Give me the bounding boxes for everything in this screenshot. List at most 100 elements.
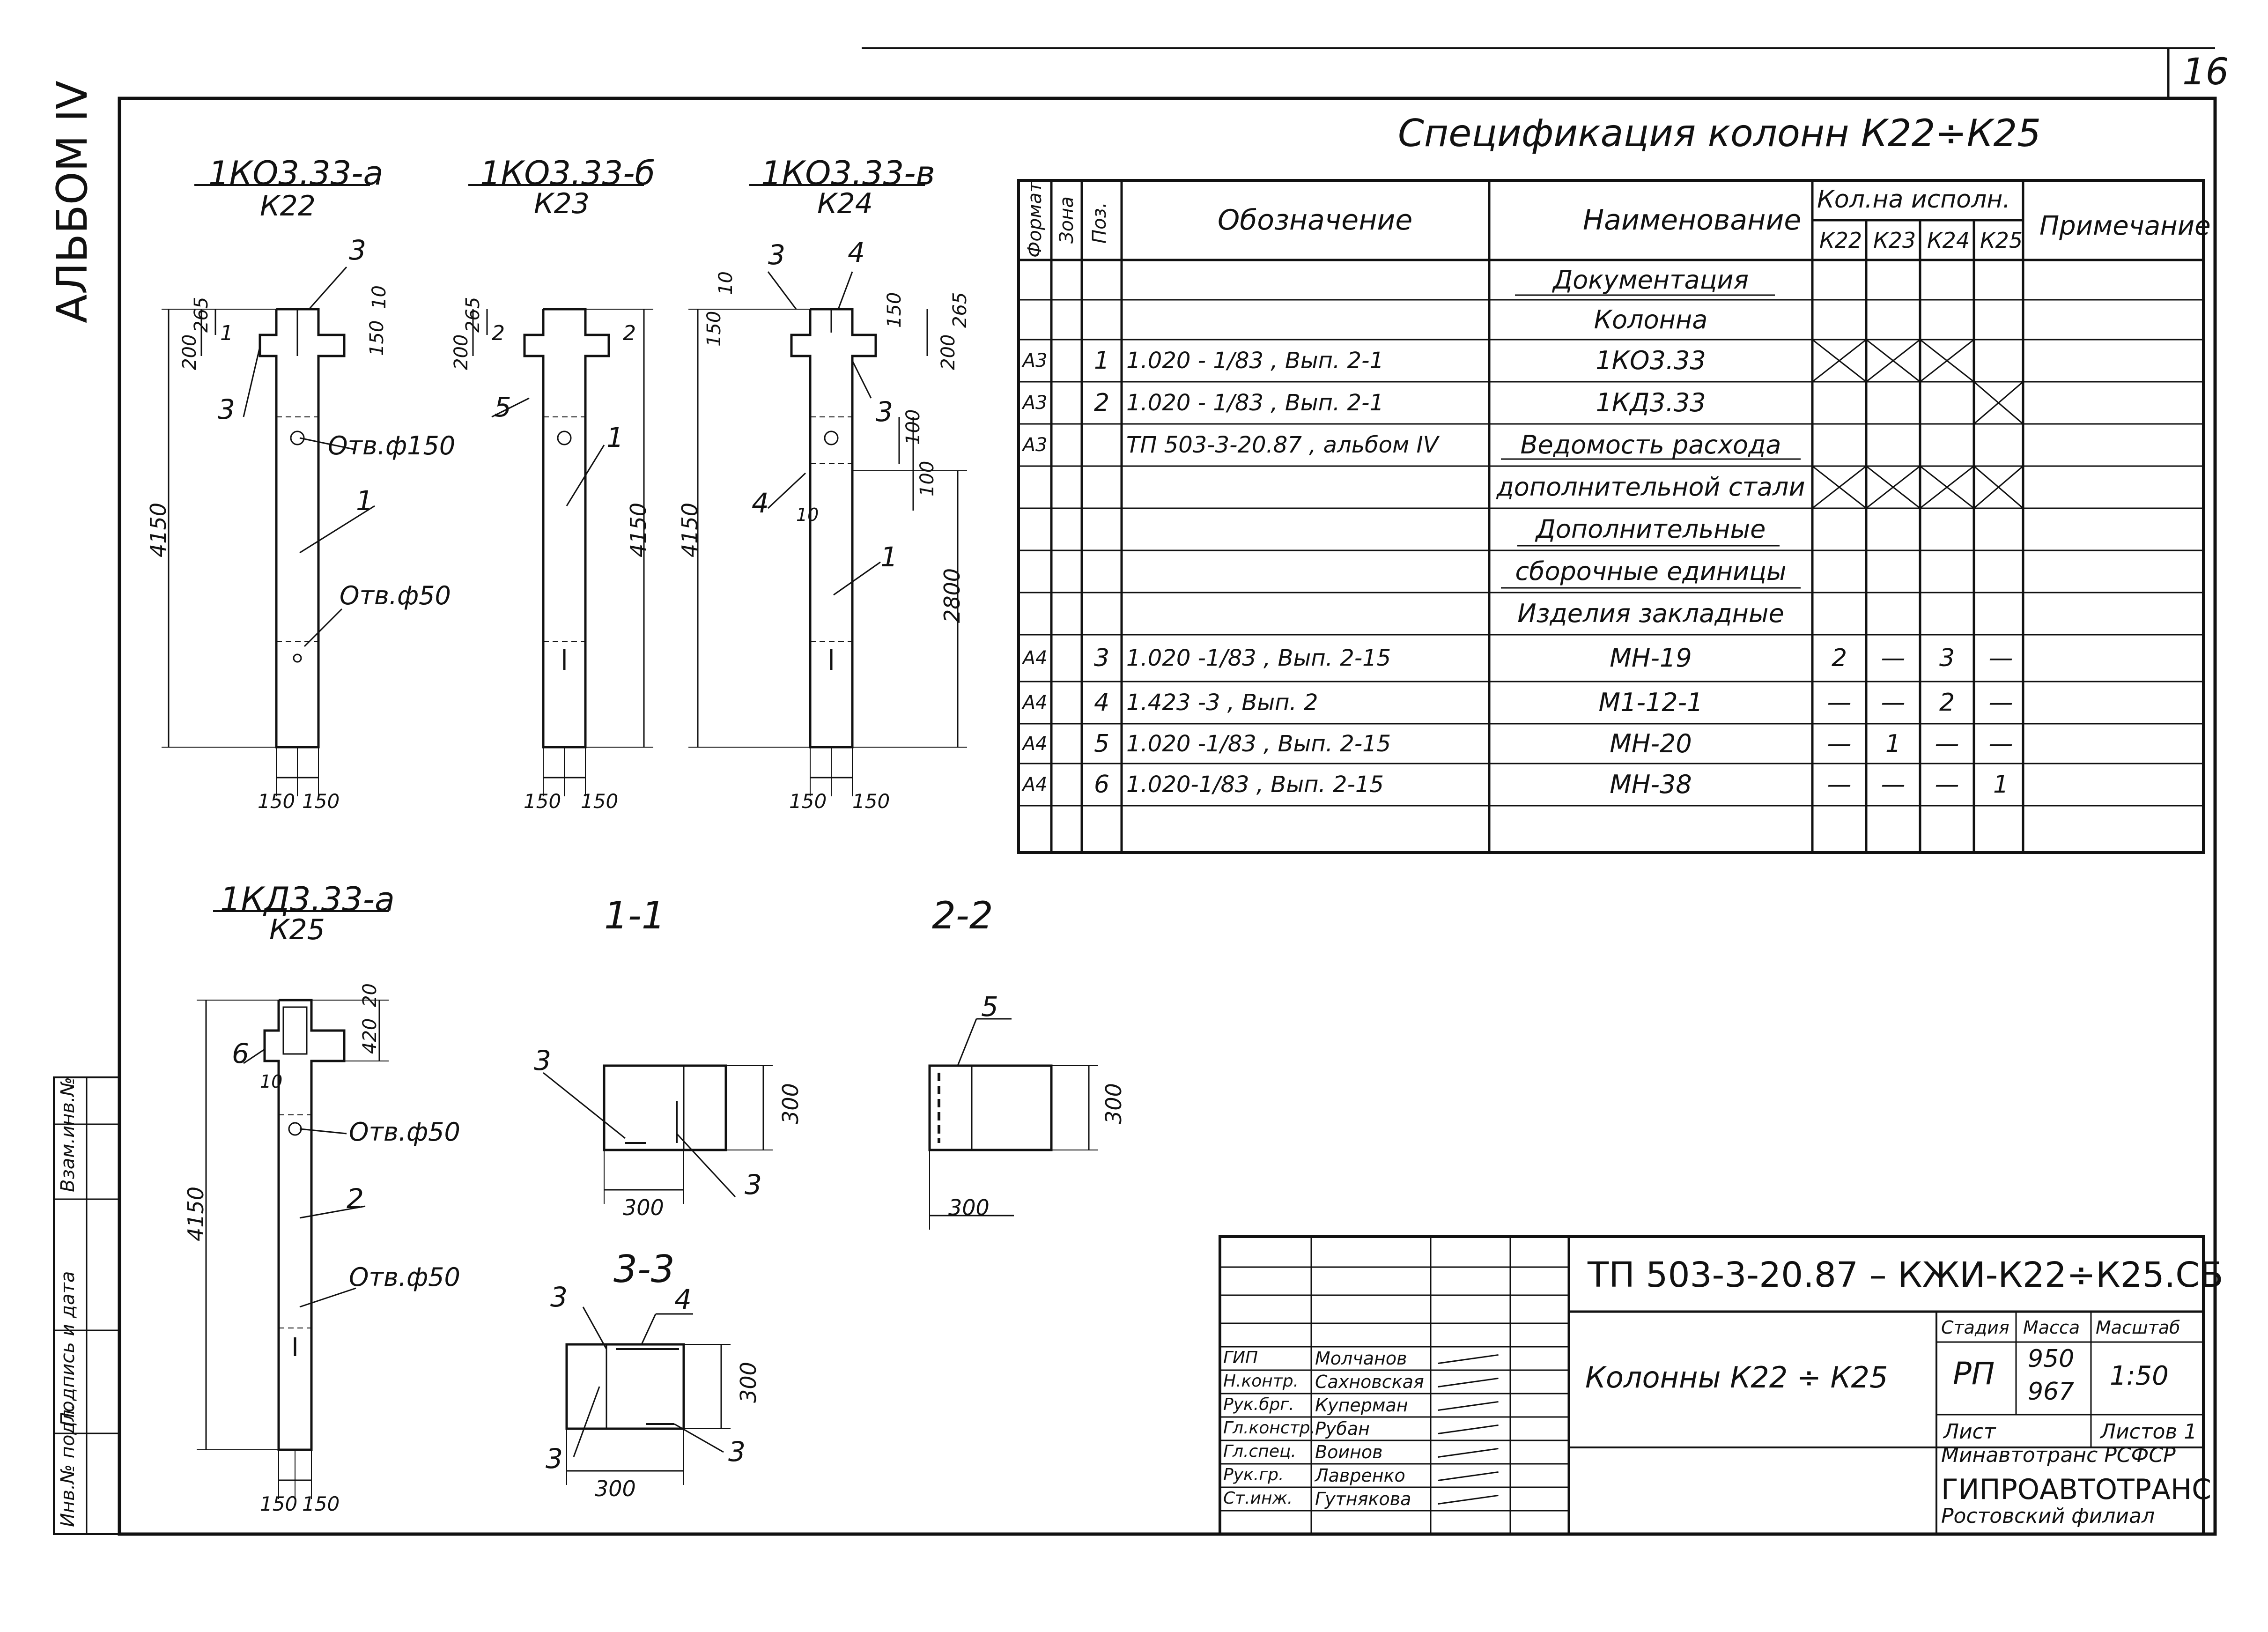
k25-hole-50a: Отв.ф50	[349, 1117, 460, 1147]
section-1-1-lead-a: 3	[534, 1045, 551, 1076]
spec-row-qty: —	[1988, 729, 2013, 758]
column-k22-drawing	[162, 184, 375, 796]
k24-b1: 150	[789, 790, 827, 813]
k23-lead-2a: 2	[492, 321, 505, 345]
spec-row-qty: 1	[1885, 729, 1901, 758]
spec-row-pos: 1	[1093, 347, 1110, 375]
k23-height: 4150	[626, 502, 651, 557]
k25-col: К25	[269, 913, 325, 946]
k24-d100a: 100	[902, 409, 924, 445]
sheet-label: Лист	[1943, 1420, 1996, 1444]
header-pos: Поз.	[1089, 202, 1110, 244]
org-institute: ГИПРОАВТОТРАНС	[1941, 1473, 2211, 1506]
k24-lead-10: 10	[796, 504, 819, 525]
section-3-3-drawing	[565, 1306, 731, 1485]
stage-label: Стадия	[1941, 1317, 2009, 1338]
k25-lead-2: 2	[347, 1183, 364, 1215]
k22-b1: 150	[258, 790, 296, 813]
k22-d265: 265	[191, 297, 212, 333]
spec-row-name: Ведомость расхода	[1520, 430, 1781, 460]
album-label: АЛЬБОМ IV	[48, 81, 97, 323]
staff-role: Ст.инж.	[1223, 1489, 1293, 1508]
k22-hole-150: Отв.ф150	[328, 431, 456, 460]
section-1-1-label: 1-1	[604, 894, 665, 937]
k23-lead-5: 5	[494, 391, 511, 423]
k22-lead-1a: 1	[220, 321, 233, 345]
mass-value-1: 950	[2028, 1345, 2075, 1373]
header-format: Формат	[1024, 181, 1046, 258]
k23-b1: 150	[524, 790, 561, 813]
section-1-1-height: 300	[778, 1083, 803, 1124]
header-k22: К22	[1819, 228, 1862, 253]
k24-lead-3a: 3	[768, 239, 785, 271]
section-2-2-drawing	[928, 1018, 1098, 1230]
spec-row-designation: 1.020 - 1/83 , Вып. 2-1	[1126, 390, 1384, 416]
k22-lead-3b: 3	[218, 393, 235, 425]
staff-role: Гл.констр.	[1223, 1418, 1315, 1438]
staff-name: Лавренко	[1315, 1465, 1405, 1486]
staff-role: Рук.брг.	[1223, 1395, 1294, 1414]
staff-name: Сахновская	[1315, 1372, 1424, 1392]
staff-name: Воинов	[1315, 1442, 1383, 1462]
spec-row-qty: —	[1827, 771, 1852, 799]
k22-hole-50: Отв.ф50	[340, 581, 451, 610]
spec-row-pos: 3	[1093, 644, 1110, 672]
spec-row-pos: 4	[1093, 689, 1110, 717]
spec-row-pos: 6	[1093, 771, 1110, 799]
header-name: Наименование	[1583, 204, 1802, 237]
spec-row-name: дополнительной стали	[1496, 472, 1805, 502]
k22-height: 4150	[146, 502, 171, 557]
org-branch: Ростовский филиал	[1941, 1504, 2155, 1528]
section-3-3-width: 300	[595, 1476, 636, 1501]
k24-col: К24	[817, 187, 873, 220]
k25-hole-50b: Отв.ф50	[349, 1262, 460, 1292]
spec-row-qty: —	[1827, 689, 1852, 717]
section-3-3-lead-b: 4	[674, 1283, 692, 1315]
staff-role: Гл.спец.	[1223, 1442, 1296, 1461]
staff-name: Молчанов	[1315, 1348, 1407, 1369]
spec-row-format: А3	[1022, 350, 1048, 371]
spec-row-designation: 1.423 -3 , Вып. 2	[1126, 690, 1318, 716]
section-1-1-lead-b: 3	[745, 1169, 762, 1201]
k22-mark: 1КО3.33-а	[208, 154, 384, 193]
k22-d200: 200	[179, 334, 200, 370]
spec-row-format: А3	[1022, 434, 1048, 456]
k25-lead-6: 6	[232, 1038, 249, 1069]
k25-mark: 1КД3.33-а	[220, 880, 395, 919]
spec-row-pos: 5	[1093, 729, 1110, 758]
staff-role: Н.контр.	[1223, 1372, 1299, 1391]
k24-d100b: 100	[916, 460, 938, 497]
k23-mark: 1КО3.33-б	[480, 154, 655, 193]
scale-label: Масштаб	[2096, 1317, 2180, 1338]
spec-row-pos: 2	[1093, 389, 1110, 417]
k25-b1: 150	[260, 1492, 298, 1515]
drawing-title: Колонны К22 ÷ К25	[1585, 1360, 1888, 1395]
k22-lead-1: 1	[356, 485, 373, 517]
section-2-2-width: 300	[948, 1195, 990, 1220]
side-stamp-sign: Подпись и дата	[57, 1271, 79, 1426]
section-3-3-label: 3-3	[613, 1247, 675, 1291]
spec-row-qty: —	[1935, 771, 1959, 799]
spec-row-format: А3	[1022, 392, 1048, 414]
k22-b2: 150	[302, 790, 340, 813]
staff-name: Куперман	[1315, 1395, 1408, 1416]
k25-height: 4150	[183, 1186, 208, 1241]
spec-row-name: 1КО3.33	[1596, 346, 1706, 375]
k24-lead-3b: 3	[876, 396, 893, 428]
section-3-3-lead-c: 3	[546, 1443, 563, 1475]
header-note: Примечание	[2039, 211, 2211, 241]
mass-value-2: 967	[2028, 1378, 2075, 1406]
spec-row-name: МН-38	[1610, 770, 1692, 799]
spec-row-designation: 1.020 - 1/83 , Вып. 2-1	[1126, 348, 1384, 374]
staff-name: Гутнякова	[1315, 1489, 1411, 1509]
k25-b2: 150	[302, 1492, 340, 1515]
k24-d200: 200	[938, 334, 959, 370]
column-k25-drawing	[197, 910, 389, 1499]
spec-row-qty: —	[1881, 689, 1906, 717]
k24-d265: 265	[949, 292, 971, 328]
spec-row-format: А4	[1022, 692, 1048, 713]
k25-d20: 20	[359, 983, 381, 1007]
k24-d150b: 150	[884, 292, 905, 328]
spec-row-qty: 2	[1939, 689, 1955, 717]
